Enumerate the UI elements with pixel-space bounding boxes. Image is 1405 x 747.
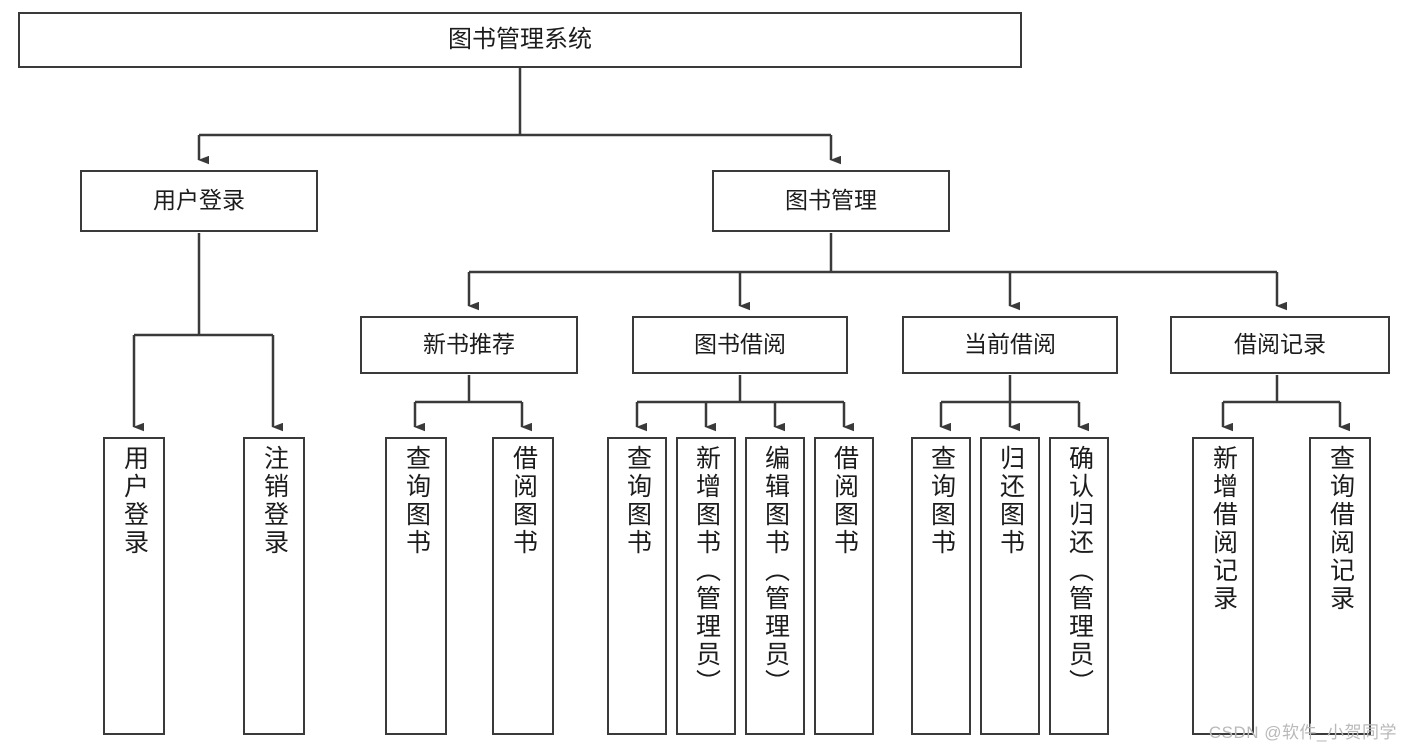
node-label: 借阅图书 <box>509 445 538 557</box>
leaf-add-book-admin[interactable]: 新增图书（管理员） <box>676 437 736 735</box>
leaf-query-borrow-record[interactable]: 查询借阅记录 <box>1309 437 1371 735</box>
node-current-borrow[interactable]: 当前借阅 <box>902 316 1118 374</box>
node-label: 注销登录 <box>260 445 289 557</box>
node-label: 确认归还（管理员） <box>1065 445 1094 697</box>
node-label: 新书推荐 <box>423 331 515 358</box>
node-label: 图书借阅 <box>694 331 786 358</box>
node-label: 查询借阅记录 <box>1326 445 1355 613</box>
node-label: 新增图书（管理员） <box>692 445 721 697</box>
node-root-system[interactable]: 图书管理系统 <box>18 12 1022 68</box>
leaf-logout[interactable]: 注销登录 <box>243 437 305 735</box>
leaf-confirm-return-admin[interactable]: 确认归还（管理员） <box>1049 437 1109 735</box>
node-borrow-records[interactable]: 借阅记录 <box>1170 316 1390 374</box>
leaf-add-borrow-record[interactable]: 新增借阅记录 <box>1192 437 1254 735</box>
node-new-book-recommend[interactable]: 新书推荐 <box>360 316 578 374</box>
leaf-query-book-borrow[interactable]: 查询图书 <box>607 437 667 735</box>
leaf-query-book-current[interactable]: 查询图书 <box>911 437 971 735</box>
node-label: 借阅记录 <box>1234 331 1326 358</box>
node-label: 用户登录 <box>120 445 149 557</box>
leaf-return-book[interactable]: 归还图书 <box>980 437 1040 735</box>
leaf-user-login[interactable]: 用户登录 <box>103 437 165 735</box>
node-label: 查询图书 <box>623 445 652 557</box>
node-label: 借阅图书 <box>830 445 859 557</box>
leaf-borrow-book[interactable]: 借阅图书 <box>814 437 874 735</box>
node-book-borrow[interactable]: 图书借阅 <box>632 316 848 374</box>
node-label: 编辑图书（管理员） <box>761 445 790 697</box>
node-user-login[interactable]: 用户登录 <box>80 170 318 232</box>
node-label: 图书管理系统 <box>448 25 592 53</box>
csdn-watermark: CSDN @软件_小贺同学 <box>1208 723 1397 742</box>
node-label: 归还图书 <box>996 445 1025 557</box>
node-label: 查询图书 <box>927 445 956 557</box>
node-label: 查询图书 <box>402 445 431 557</box>
node-label: 新增借阅记录 <box>1209 445 1238 613</box>
node-label: 当前借阅 <box>964 331 1056 358</box>
leaf-query-book-recommend[interactable]: 查询图书 <box>385 437 447 735</box>
node-label: 用户登录 <box>153 187 245 214</box>
node-label: 图书管理 <box>785 187 877 214</box>
leaf-borrow-book-recommend[interactable]: 借阅图书 <box>492 437 554 735</box>
node-book-management[interactable]: 图书管理 <box>712 170 950 232</box>
leaf-edit-book-admin[interactable]: 编辑图书（管理员） <box>745 437 805 735</box>
